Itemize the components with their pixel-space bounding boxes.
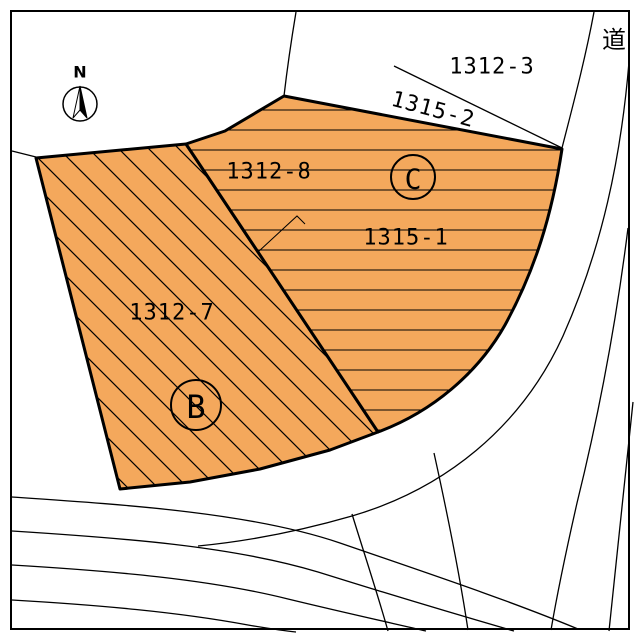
road-line (11, 496, 579, 630)
parcel-b-circle (170, 379, 222, 431)
road-line (11, 599, 297, 633)
road-line (608, 401, 634, 632)
road-network (11, 11, 634, 633)
parcel-c-letter: C (405, 163, 422, 196)
road-label: 道 (602, 26, 626, 54)
north-label: N (73, 63, 86, 82)
parcel-c-marker: C (390, 154, 436, 200)
lot-label-1312-7: 1312-7 (129, 301, 214, 326)
road-line (561, 11, 595, 149)
lot-label-1315-1: 1315-1 (363, 226, 448, 251)
lot-label-1312-3: 1312-3 (449, 55, 534, 80)
road-line (351, 513, 389, 632)
road-line (550, 227, 629, 631)
parcel-c-shape (184, 94, 564, 434)
lot-label-1312-8: 1312-8 (226, 160, 311, 185)
parcel-c-circle (390, 154, 436, 200)
compass-needle-east-icon (79, 85, 88, 119)
road-line (11, 150, 37, 158)
road-line (433, 452, 469, 631)
road-line (283, 11, 297, 97)
lot-boundary-line (393, 65, 563, 149)
road-line (11, 530, 515, 632)
parcel-b-letter: B (186, 388, 205, 426)
road-line (197, 61, 630, 547)
internal-boundary-line (257, 215, 306, 253)
north-compass: N (62, 63, 98, 122)
parcel-b-marker: B (170, 379, 222, 431)
